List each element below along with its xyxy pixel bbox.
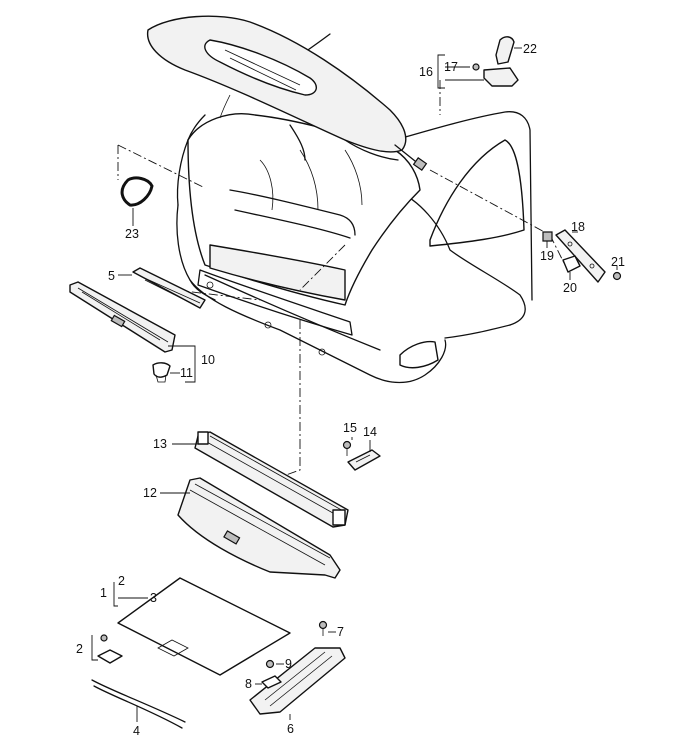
callout-5: 5 [108,269,115,283]
callout-8: 8 [245,677,252,691]
callout-14: 14 [363,425,377,439]
callout-12: 12 [143,486,157,500]
callout-10: 10 [201,353,215,367]
parts-14-15-retainer [342,437,381,471]
part-11-clip [152,362,180,383]
callout-15: 15 [343,421,357,435]
part-10-sill-trim [69,281,196,383]
callout-4: 4 [133,724,140,738]
parts-16-17-22-latch [437,36,522,89]
part-5-retaining-bracket [118,267,206,309]
parts-6-9-load-sill [249,620,346,720]
callout-7: 7 [337,625,344,639]
callout-2-floor: 2 [118,574,125,588]
part-2-handle [91,634,123,664]
part-13-luggage-rail [172,431,349,528]
callout-labels: 1 2 2 3 4 5 6 7 8 9 10 11 12 13 14 15 16… [76,42,625,738]
callout-20: 20 [563,281,577,295]
parts-1-3-floor-panel [113,577,291,676]
callout-9: 9 [285,657,292,671]
callout-1: 1 [100,586,107,600]
callout-18: 18 [571,220,585,234]
callout-19: 19 [540,249,554,263]
part-23-seal [120,176,154,226]
tail-light [399,340,439,369]
callout-2-handle: 2 [76,642,83,656]
side-window [429,139,525,247]
callout-21: 21 [611,255,625,269]
parts-18-21-hinge [542,229,622,283]
vehicle-rear-body [176,33,533,384]
callout-11: 11 [180,366,193,380]
callout-23: 23 [125,227,139,241]
callout-17: 17 [444,60,458,74]
callout-3: 3 [150,591,157,605]
callout-16: 16 [419,65,433,79]
part-12-cargo-cover [160,477,341,579]
part-4-strap [91,679,186,729]
callout-13: 13 [153,437,167,451]
callout-6: 6 [287,722,294,736]
tailgate-open [147,15,428,171]
callout-22: 22 [523,42,537,56]
